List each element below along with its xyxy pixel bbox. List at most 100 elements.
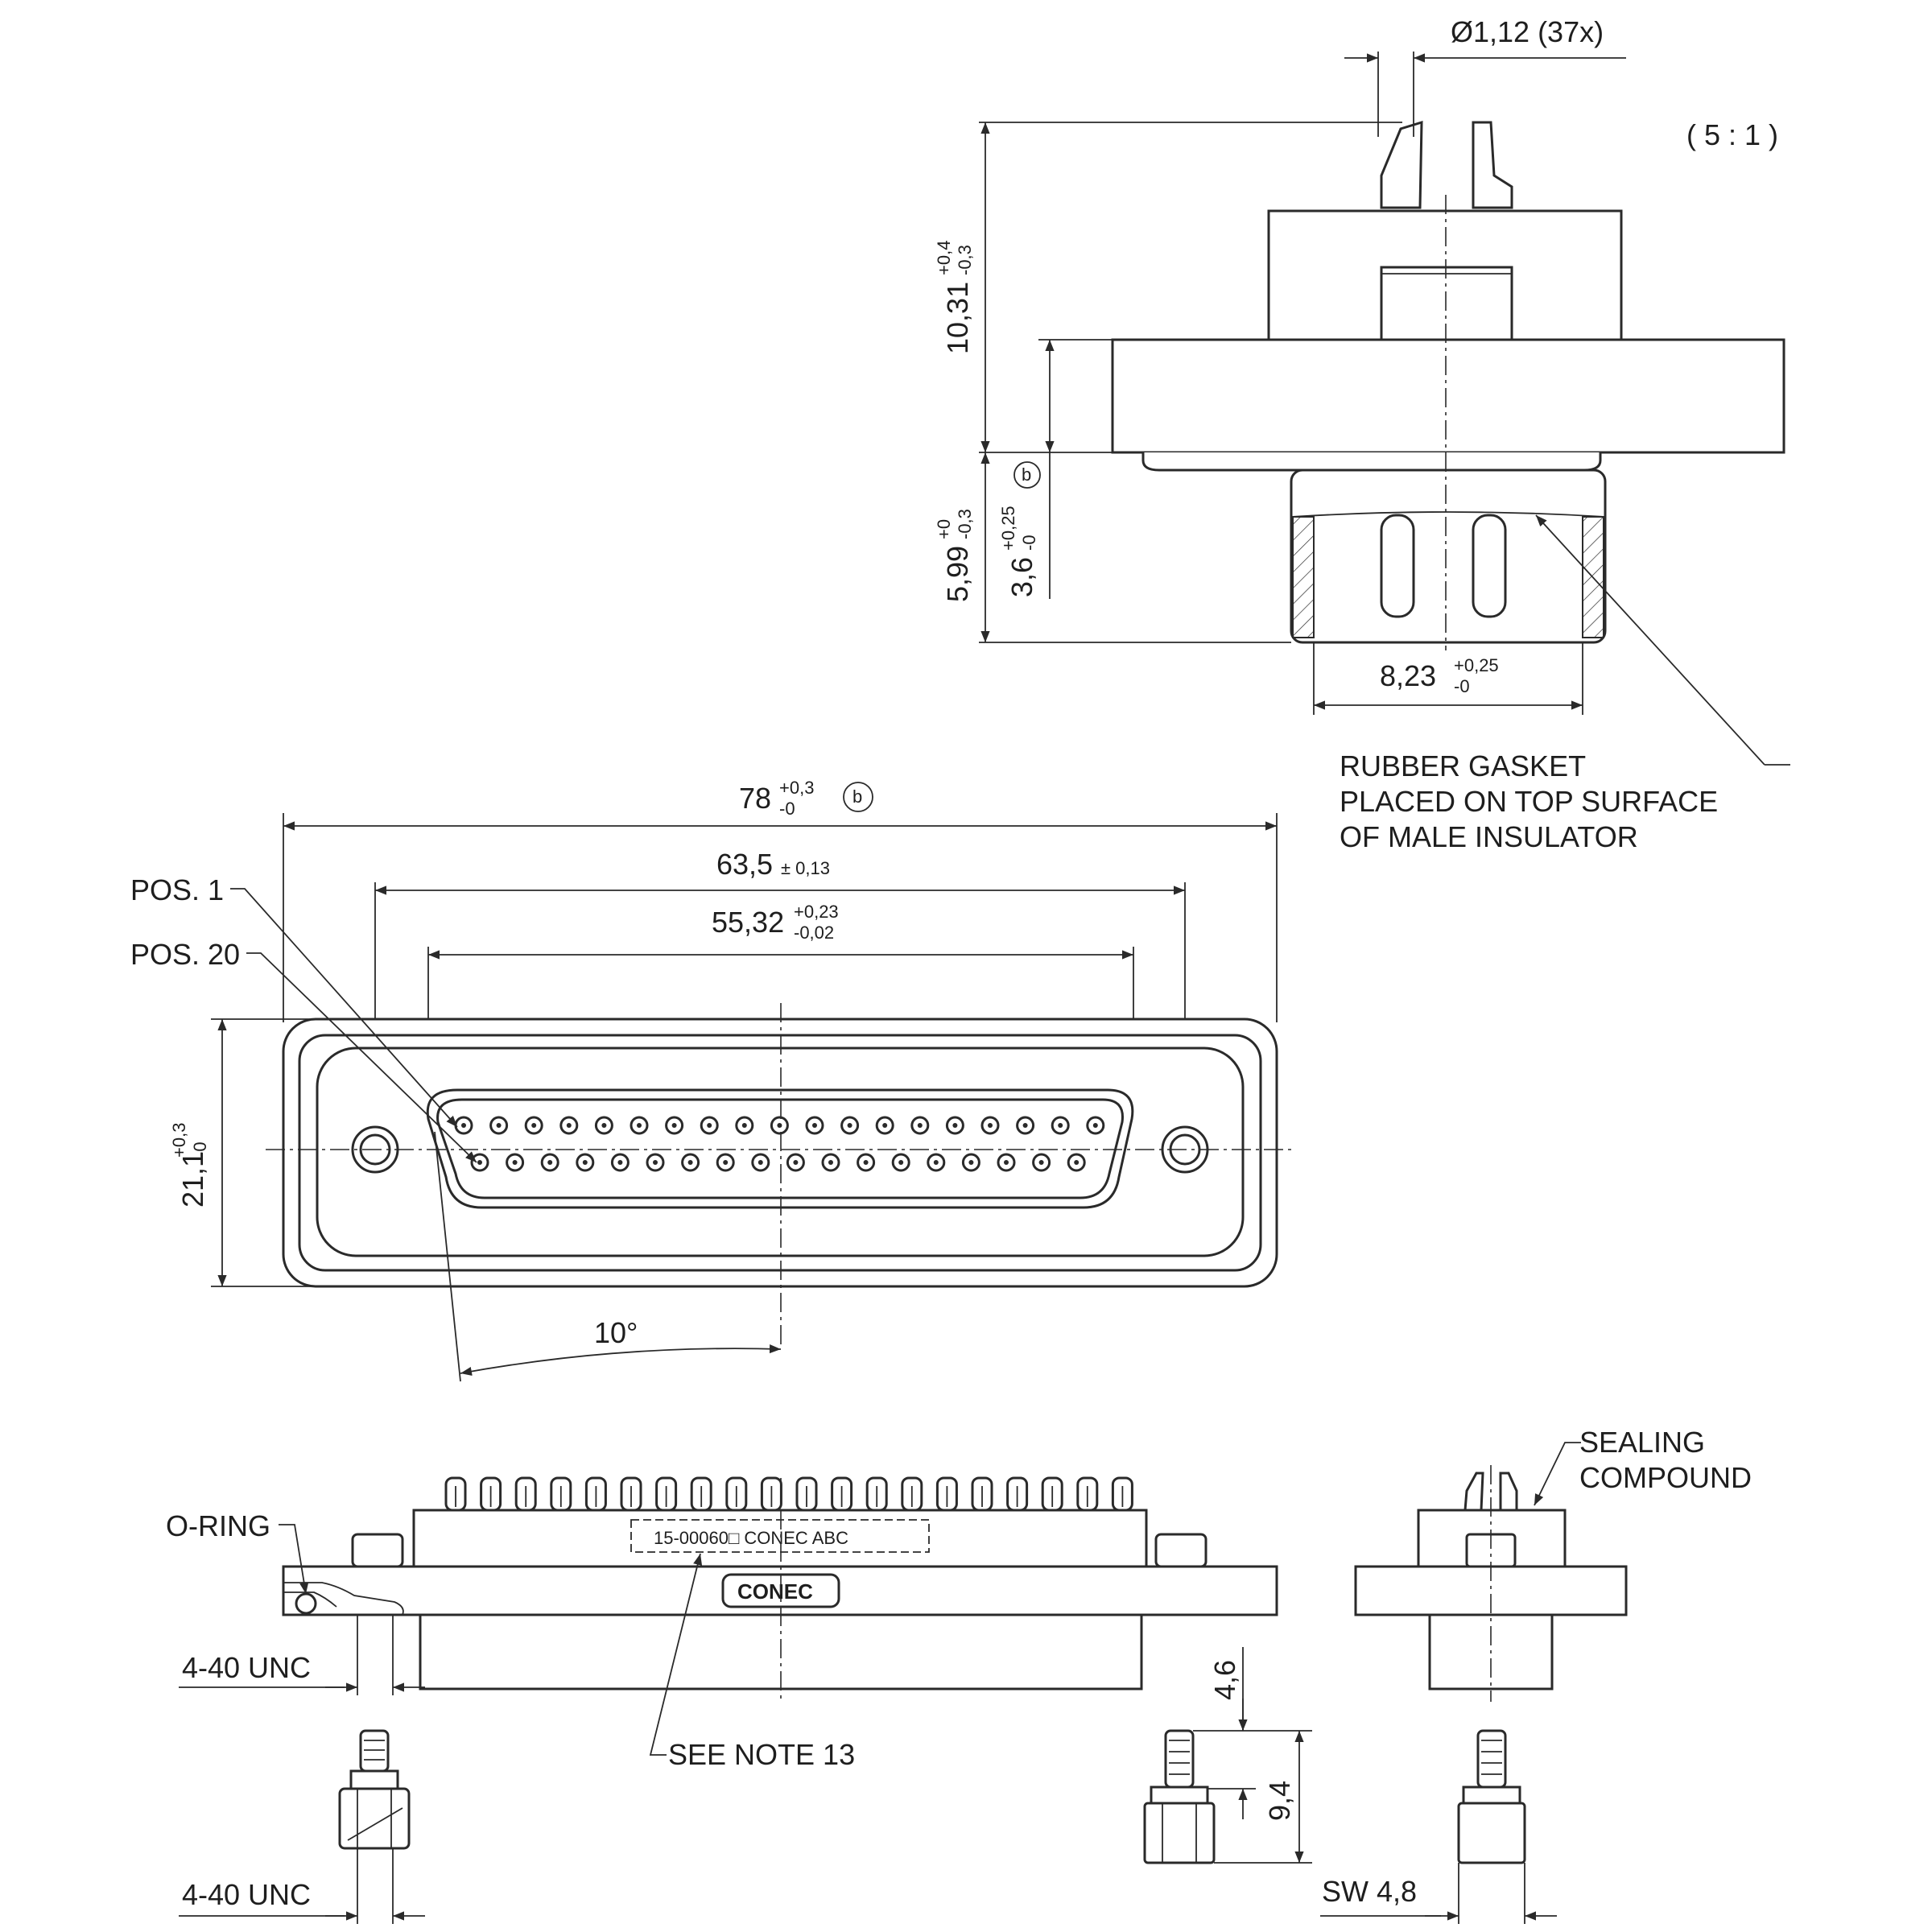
shell-width-front-label: 55,32 xyxy=(712,906,784,939)
contact-top-center-13 xyxy=(882,1123,888,1128)
mount-spacing-label: 63,5 xyxy=(716,848,773,881)
front-d-shell-inner xyxy=(436,1098,1124,1199)
screw-middle: 4,6 9,4 xyxy=(1143,1647,1312,1864)
contact-bottom-center-14 xyxy=(933,1160,939,1165)
height-gasket-label: 3,6 xyxy=(1005,557,1038,597)
contact-bottom-center-1 xyxy=(477,1160,482,1165)
contact-bottom-1 xyxy=(470,1153,489,1172)
side-lower-shell xyxy=(1290,469,1607,644)
contact-top-center-18 xyxy=(1058,1123,1063,1128)
contact-top-12 xyxy=(840,1116,860,1135)
sealing-label-line-1: SEALING xyxy=(1579,1426,1705,1459)
contact-top-center-15 xyxy=(952,1123,958,1128)
contact-top-8 xyxy=(700,1116,719,1135)
side-gasket xyxy=(1141,452,1602,472)
height-lower-tol-minus: -0,3 xyxy=(955,509,975,539)
height-main-tol-minus: -0,3 xyxy=(955,245,975,275)
contact-top-7 xyxy=(665,1116,684,1135)
bottom-view: 15-00060□ CONEC ABC CONEC O-RING 4-40 UN… xyxy=(166,1426,1752,1771)
contact-bottom-center-10 xyxy=(793,1160,799,1165)
height-main-label: 10,31 xyxy=(941,282,974,354)
contact-bottom-center-13 xyxy=(898,1160,904,1165)
screw-left: 4-40 UNC xyxy=(179,1729,425,1924)
contact-top-17 xyxy=(1016,1116,1035,1135)
front-height-tol-plus: +0,3 xyxy=(169,1123,189,1158)
marking-box xyxy=(630,1519,930,1553)
contact-top-center-16 xyxy=(988,1123,993,1128)
sealing-label-line-2: COMPOUND xyxy=(1579,1461,1752,1494)
side-lower-pin-left xyxy=(1380,514,1415,618)
contact-bottom-center-4 xyxy=(582,1160,588,1165)
contact-top-4 xyxy=(559,1116,579,1135)
contact-bottom-11 xyxy=(821,1153,840,1172)
contact-top-center-7 xyxy=(671,1123,677,1128)
contact-top-center-9 xyxy=(741,1123,747,1128)
contact-top-center-2 xyxy=(496,1123,502,1128)
wrench-size-label: SW 4,8 xyxy=(1322,1875,1417,1908)
contact-bottom-center-16 xyxy=(1004,1160,1009,1165)
shell-width-front-tol-minus: -0,02 xyxy=(794,923,834,943)
height-main-tol-plus: +0,4 xyxy=(934,241,954,275)
gasket-note-line-2: PLACED ON TOP SURFACE xyxy=(1340,785,1718,818)
contact-top-center-5 xyxy=(601,1123,607,1128)
contact-bottom-center-8 xyxy=(723,1160,729,1165)
angle-label: 10° xyxy=(594,1316,638,1349)
contact-top-16 xyxy=(980,1116,1000,1135)
screw-total-dim: 9,4 xyxy=(1263,1781,1296,1821)
contact-bottom-center-5 xyxy=(617,1160,623,1165)
contact-row-top xyxy=(454,1116,1105,1135)
contact-top-13 xyxy=(875,1116,894,1135)
contact-bottom-13 xyxy=(891,1153,910,1172)
right-pin-left xyxy=(1463,1472,1484,1512)
marker-b-side: b xyxy=(1022,464,1031,485)
contact-bottom-center-11 xyxy=(828,1160,833,1165)
mount-hole-left-inner xyxy=(359,1133,391,1166)
contact-bottom-center-7 xyxy=(687,1160,693,1165)
shell-width-side-tol-minus: -0 xyxy=(1454,676,1470,696)
thread-label-top: 4-40 UNC xyxy=(182,1651,311,1684)
contact-bottom-18 xyxy=(1067,1153,1086,1172)
contact-top-2 xyxy=(489,1116,509,1135)
shell-width-side-label: 8,23 xyxy=(1380,659,1436,692)
contact-top-center-14 xyxy=(917,1123,923,1128)
contact-bottom-14 xyxy=(927,1153,946,1172)
screw-right: SW 4,8 xyxy=(1320,1729,1557,1924)
see-note-label: SEE NOTE 13 xyxy=(668,1738,855,1771)
contact-bottom-center-2 xyxy=(512,1160,518,1165)
contact-bottom-center-6 xyxy=(653,1160,658,1165)
side-flange xyxy=(1111,338,1785,454)
screw-top-dim: 4,6 xyxy=(1208,1660,1241,1700)
contact-bottom-5 xyxy=(610,1153,630,1172)
contact-row-bottom xyxy=(470,1153,1086,1172)
contact-bottom-2 xyxy=(506,1153,525,1172)
stud-right xyxy=(1154,1533,1208,1568)
contact-top-center-11 xyxy=(812,1123,817,1128)
contact-bottom-center-15 xyxy=(968,1160,974,1165)
gasket-note-line-1: RUBBER GASKET xyxy=(1340,749,1586,782)
gasket-note-line-3: OF MALE INSULATOR xyxy=(1340,820,1638,853)
contact-top-center-19 xyxy=(1092,1123,1098,1128)
contact-top-center-12 xyxy=(847,1123,852,1128)
stud-left xyxy=(351,1533,404,1568)
contact-top-center-17 xyxy=(1022,1123,1028,1128)
contact-top-5 xyxy=(594,1116,613,1135)
mount-hole-right-outer xyxy=(1161,1125,1209,1174)
shell-hatch-left xyxy=(1292,516,1315,638)
contact-bottom-8 xyxy=(716,1153,735,1172)
contact-bottom-center-9 xyxy=(758,1160,763,1165)
contact-top-18 xyxy=(1051,1116,1070,1135)
height-lower-label: 5,99 xyxy=(941,546,974,602)
mount-hole-left-outer xyxy=(351,1125,399,1174)
contact-top-center-1 xyxy=(461,1123,466,1128)
contact-bottom-center-18 xyxy=(1074,1160,1080,1165)
contact-bottom-center-17 xyxy=(1038,1160,1044,1165)
contact-bottom-15 xyxy=(961,1153,980,1172)
front-d-shell-outer xyxy=(426,1088,1134,1209)
height-gasket-tol-plus: +0,25 xyxy=(998,506,1018,551)
side-pin-left xyxy=(1380,120,1423,209)
side-lower-pin-right xyxy=(1472,514,1507,618)
side-inner-block xyxy=(1380,266,1513,341)
contact-bottom-12 xyxy=(857,1153,876,1172)
height-gasket-tol-minus: -0 xyxy=(1019,535,1039,551)
